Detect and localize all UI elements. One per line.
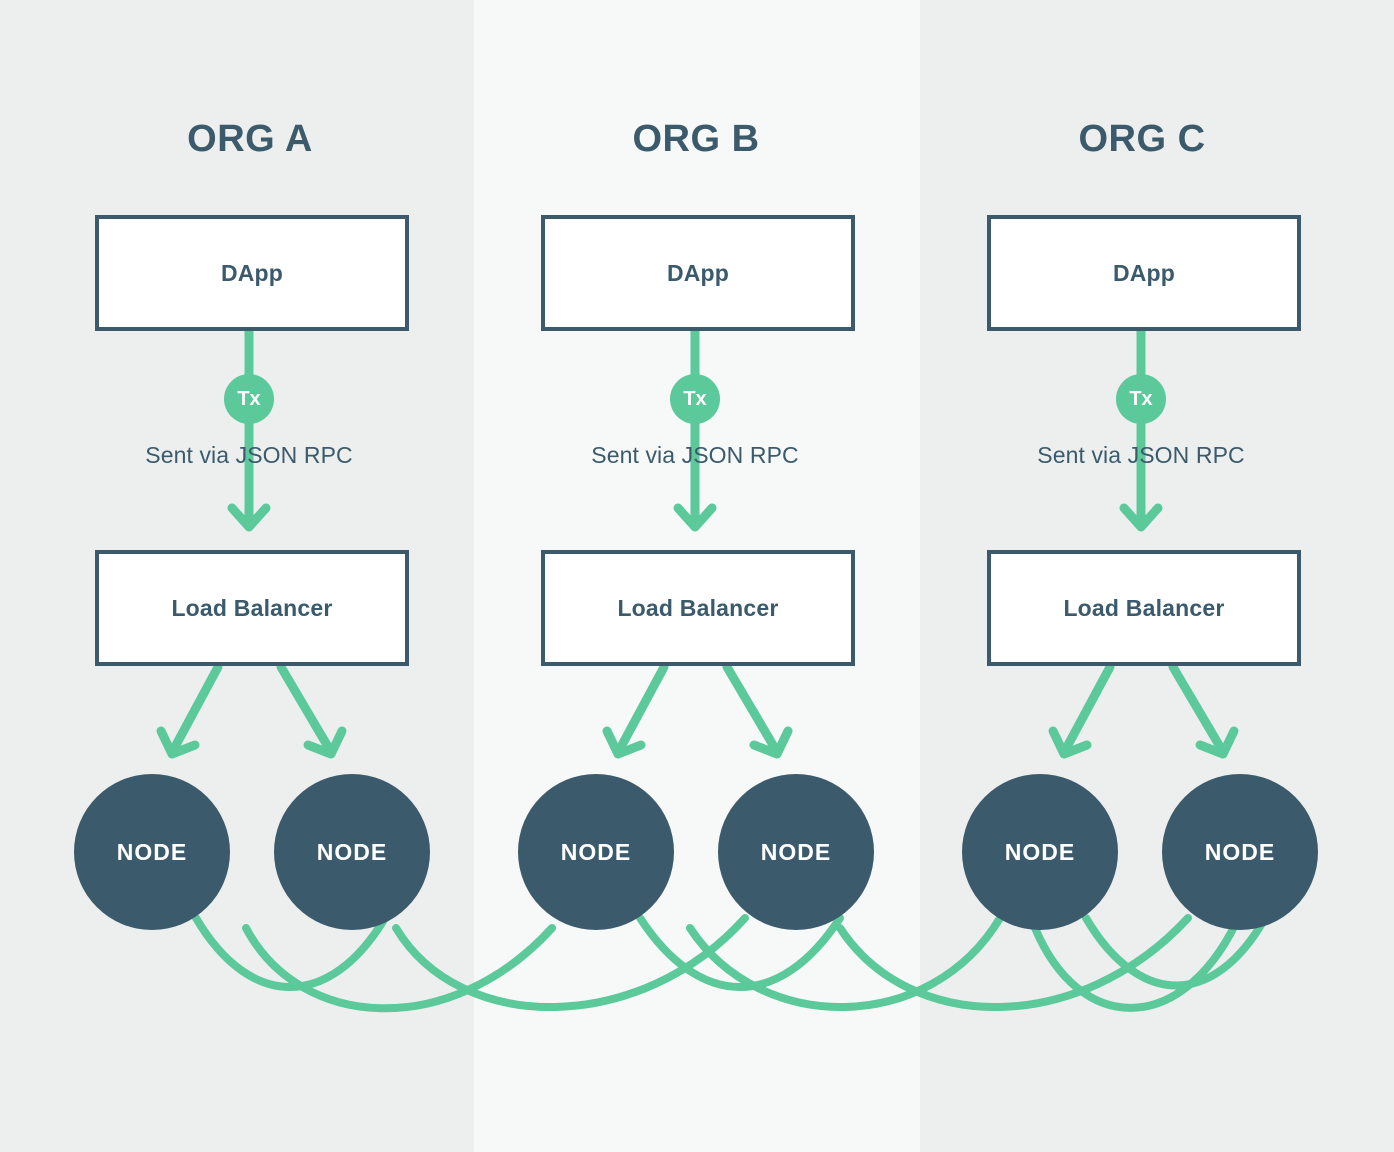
org-b-rpc-label: Sent via JSON RPC <box>591 442 799 468</box>
org-c-load-balancer-box: Load Balancer <box>987 550 1301 666</box>
org-a-rpc-label: Sent via JSON RPC <box>145 442 353 468</box>
org-a-node-1-label: NODE <box>116 838 188 865</box>
org-a-node-2: NODE <box>274 774 430 930</box>
org-c-dapp-label: DApp <box>1112 259 1176 286</box>
org-b-node-1: NODE <box>518 774 674 930</box>
org-a-load-balancer-label: Load Balancer <box>171 594 333 621</box>
org-b-node-1-label: NODE <box>560 838 632 865</box>
org-c-node-1-label: NODE <box>1004 838 1076 865</box>
org-c-load-balancer-label: Load Balancer <box>1063 594 1225 621</box>
org-c-tx-badge-label: Tx <box>1129 387 1153 410</box>
org-a-load-balancer-box: Load Balancer <box>95 550 409 666</box>
org-b-node-2-label: NODE <box>760 838 832 865</box>
org-b-header: ORG B <box>632 118 760 160</box>
org-a-tx-badge: Tx <box>224 374 274 424</box>
org-c-dapp-box: DApp <box>987 215 1301 331</box>
org-c-node-1: NODE <box>962 774 1118 930</box>
org-a-node-2-label: NODE <box>316 838 388 865</box>
org-a-dapp-box: DApp <box>95 215 409 331</box>
org-c-header: ORG C <box>1078 118 1206 160</box>
org-b-tx-badge: Tx <box>670 374 720 424</box>
org-b-dapp-box: DApp <box>541 215 855 331</box>
org-c-node-2-label: NODE <box>1204 838 1276 865</box>
org-a-dapp-label: DApp <box>220 259 284 286</box>
org-a-header: ORG A <box>187 118 313 160</box>
org-c-tx-badge: Tx <box>1116 374 1166 424</box>
org-a-node-1: NODE <box>74 774 230 930</box>
org-b-tx-badge-label: Tx <box>683 387 707 410</box>
org-b-dapp-label: DApp <box>666 259 730 286</box>
org-b-node-2: NODE <box>718 774 874 930</box>
org-c-node-2: NODE <box>1162 774 1318 930</box>
org-a-tx-badge-label: Tx <box>237 387 261 410</box>
org-b-load-balancer-box: Load Balancer <box>541 550 855 666</box>
org-c-rpc-label: Sent via JSON RPC <box>1037 442 1245 468</box>
org-b-load-balancer-label: Load Balancer <box>617 594 779 621</box>
